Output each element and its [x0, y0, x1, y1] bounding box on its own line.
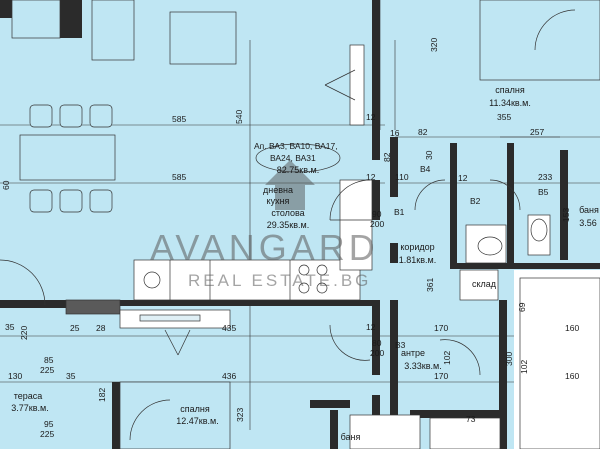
- furniture: [19, 104, 116, 213]
- dim-160a: 160: [565, 323, 580, 333]
- watermark-subtext: REAL ESTATE.BG: [188, 271, 372, 290]
- door-tag-b3: B3: [395, 340, 406, 350]
- door-tag-b1: B1: [394, 207, 405, 217]
- living-extra-area: 82.75кв.м.: [276, 165, 320, 175]
- apartment-label-line2: ВА24, ВА31: [270, 153, 316, 163]
- dim-69: 69: [517, 302, 527, 312]
- dim-90: 90: [372, 209, 382, 219]
- dim-585b: 585: [172, 172, 187, 182]
- dim-233: 233: [538, 172, 553, 182]
- dim-12b: 12: [366, 172, 376, 182]
- dim-153: 153: [561, 207, 571, 222]
- entrance-area: 3.33кв.м.: [404, 361, 442, 371]
- dim-12a: 12: [366, 112, 376, 122]
- living-room-name1: дневна: [263, 185, 293, 195]
- dim-16: 16: [390, 128, 400, 138]
- bedroom-bottom-name: спалня: [180, 404, 210, 414]
- dim-35a: 35: [66, 371, 76, 381]
- apartment-label-line1: Ап. ВА3, ВА10, ВА17,: [254, 141, 338, 151]
- dim-35b: 35: [5, 322, 15, 332]
- living-room-name3: столова: [271, 208, 305, 218]
- dim-160b: 160: [565, 371, 580, 381]
- entrance-name: антре: [400, 348, 426, 358]
- dim-102b: 102: [519, 359, 529, 374]
- dim-220: 220: [19, 325, 29, 340]
- dim-73: 73: [466, 414, 476, 424]
- dim-130: 130: [8, 371, 23, 381]
- corridor-area: 1.81кв.м.: [398, 255, 437, 265]
- dim-110: 110: [395, 172, 409, 182]
- dim-257: 257: [530, 127, 545, 137]
- dim-320: 320: [429, 37, 439, 52]
- dim-82b: 82: [382, 152, 392, 162]
- dim-182: 182: [97, 387, 107, 402]
- door-tag-b4: B4: [420, 164, 431, 174]
- dim-540: 540: [234, 109, 244, 124]
- dim-200b: 200: [370, 348, 385, 358]
- door-tag-b2: B2: [470, 196, 481, 206]
- dim-355: 355: [497, 112, 512, 122]
- terrace-area: 3.77кв.м.: [11, 403, 49, 413]
- dim-30: 30: [424, 150, 434, 160]
- dim-80: 80: [372, 338, 382, 348]
- watermark-text: AVANGARD: [150, 227, 379, 268]
- dim-436: 436: [222, 371, 237, 381]
- door-swings: [0, 9, 576, 441]
- living-room-area: 29.35кв.м.: [266, 220, 310, 230]
- closet-name: склад: [471, 279, 497, 289]
- dim-585a: 585: [172, 114, 187, 124]
- dim-95: 95: [44, 419, 54, 429]
- terrace-name: тераса: [13, 391, 43, 401]
- dim-28: 28: [96, 323, 106, 333]
- dim-85: 85: [44, 355, 54, 365]
- dim-200a: 200: [370, 219, 385, 229]
- dim-102a: 102: [442, 350, 452, 365]
- bath-right-name: баня: [579, 205, 599, 215]
- dim-170a: 170: [434, 323, 449, 333]
- watermark-logo-icon: [265, 160, 315, 210]
- dim-25: 25: [70, 323, 80, 333]
- dim-170b: 170: [434, 371, 449, 381]
- dim-82a: 82: [418, 127, 428, 137]
- apartment-label-ellipse: [255, 143, 341, 173]
- dim-12d: 12: [366, 322, 376, 332]
- door-tag-b5: B5: [538, 187, 549, 197]
- dim-323: 323: [235, 407, 245, 422]
- dim-361: 361: [425, 277, 435, 292]
- bedroom-top-area: 11.34кв.м.: [489, 98, 531, 108]
- dim-225b: 225: [40, 429, 55, 439]
- corridor-name: коридор: [400, 242, 435, 252]
- living-room-name2: кухня: [266, 196, 290, 206]
- dim-60: 60: [1, 180, 11, 190]
- bedroom-bottom-area: 12.47кв.м.: [176, 416, 219, 426]
- bath-right-area: 3.56: [579, 218, 597, 228]
- dim-300: 300: [504, 351, 514, 366]
- fixtures: [11, 0, 600, 449]
- dim-435: 435: [222, 323, 237, 333]
- bedroom-top-name: спалня: [495, 85, 525, 95]
- bath-bottom-name: баня: [340, 432, 361, 442]
- dim-12c: 12: [458, 173, 468, 183]
- dim-225a: 225: [40, 365, 55, 375]
